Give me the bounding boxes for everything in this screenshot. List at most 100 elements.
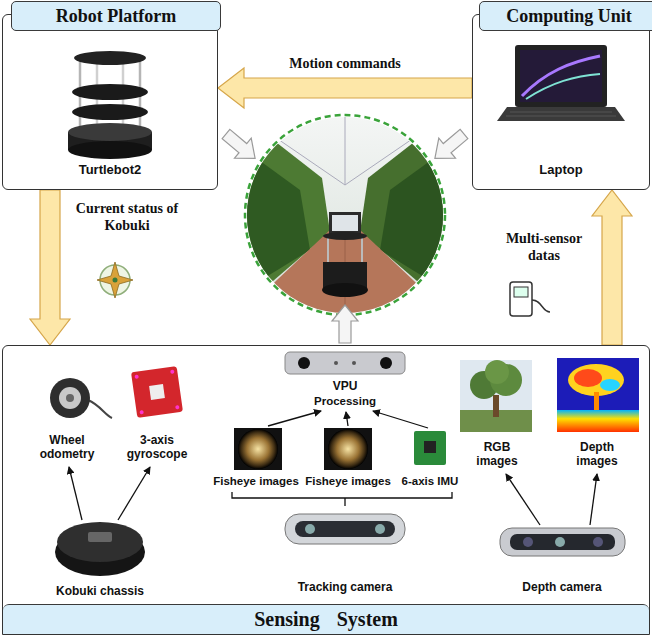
camera-body	[285, 514, 405, 544]
panel-box: Computing UnitLaptop	[472, 14, 650, 190]
keyboard-line	[506, 116, 616, 117]
greenhouse-photo	[240, 115, 450, 315]
leader-arrow	[590, 474, 597, 525]
part-label: Depth camera	[497, 580, 627, 594]
chassis-panel	[88, 532, 112, 542]
pointer-arrow	[332, 305, 358, 343]
encoder-shaft	[66, 394, 74, 402]
part-label: VPU	[315, 379, 375, 393]
part-label: Depth images	[569, 440, 625, 468]
leader-arrow	[118, 467, 150, 520]
device-icon	[510, 282, 550, 316]
photo-border	[245, 115, 445, 315]
robot-base	[322, 283, 368, 297]
fisheye-image	[234, 428, 282, 470]
tree-crown	[485, 360, 509, 384]
board	[131, 366, 183, 418]
flow-label: Motion commands	[265, 55, 425, 72]
robot-laptop	[329, 212, 361, 234]
brick-path	[240, 228, 450, 315]
part-label: RGB images	[469, 440, 525, 468]
camera-front	[510, 534, 615, 550]
flow-arrow	[218, 68, 472, 108]
encoder-body	[50, 378, 90, 418]
part-label: Tracking camera	[280, 580, 410, 594]
fisheye-view	[238, 429, 278, 469]
plate	[72, 104, 148, 120]
fisheye-image	[324, 428, 372, 470]
section-header: Robot Platform	[11, 1, 221, 31]
lens	[305, 524, 315, 534]
part-label: 3-axis gyroscope	[121, 433, 193, 461]
base-top	[68, 123, 152, 141]
fisheye-view	[328, 429, 368, 469]
gyroscope-board	[131, 366, 183, 418]
hole	[170, 369, 175, 374]
figure-caption: Turtlebot2	[79, 162, 142, 177]
dot	[334, 361, 338, 365]
rgb-sky	[460, 360, 532, 432]
compass-star	[97, 262, 133, 298]
tracking-camera-figure	[285, 514, 405, 544]
device-body	[510, 282, 532, 316]
depth-background	[557, 358, 639, 432]
photo-sky	[245, 115, 445, 315]
section-band: Sensing System	[3, 604, 649, 634]
screen-swirl	[526, 74, 600, 99]
hole	[139, 410, 144, 415]
laptop-figure	[497, 45, 625, 121]
depth-crown	[600, 379, 620, 391]
device-screen	[514, 287, 528, 297]
camera-body	[500, 528, 625, 556]
robot-laptop-screen	[332, 215, 358, 231]
pointer-arrow	[218, 124, 264, 168]
device-cable	[532, 300, 550, 312]
pointer-arrow	[427, 124, 473, 168]
encoder-figure	[50, 378, 112, 418]
turtlebot-figure	[68, 51, 152, 159]
lens	[555, 537, 565, 547]
part-label: Fisheye images	[302, 474, 394, 488]
kobuki-figure	[55, 522, 145, 576]
part-label: Wheel odometry	[31, 433, 103, 461]
lens	[298, 357, 310, 369]
flow-arrow	[592, 190, 632, 345]
camera-front	[295, 521, 395, 537]
top-plate	[74, 51, 146, 65]
depth-crown	[568, 364, 624, 396]
keyboard-line	[510, 112, 612, 113]
laptop-lid	[515, 45, 607, 107]
lens	[593, 537, 603, 547]
lens	[380, 357, 392, 369]
laptop-base	[497, 107, 625, 121]
vpu-figure	[285, 352, 405, 374]
figure-caption: Laptop	[539, 162, 582, 177]
flow-label: Current status of Kobuki	[71, 200, 183, 234]
tree-trunk	[493, 395, 499, 417]
vpu-body	[285, 352, 405, 374]
leader-arrow	[69, 467, 82, 520]
lens	[375, 524, 385, 534]
leader-arrow	[346, 412, 348, 426]
depth-ground	[557, 410, 639, 432]
chassis-top	[57, 522, 143, 562]
flow-label: Multi-sensor datas	[497, 230, 591, 264]
part-label: Kobuki chassis	[35, 584, 165, 598]
panel-box: Robot PlatformTurtlebot2	[2, 14, 218, 190]
depth-crown	[574, 369, 602, 387]
depth-trunk	[594, 392, 599, 412]
hole	[134, 374, 139, 379]
roof-line	[345, 115, 346, 185]
part-label: 6-axis IMU	[392, 474, 468, 488]
flow-arrow	[30, 190, 70, 345]
lens	[523, 537, 533, 547]
leader-arrow	[373, 411, 428, 428]
compass-center	[113, 278, 118, 283]
leader-arrow	[506, 474, 540, 525]
section-header: Computing Unit	[479, 1, 652, 31]
rgb-image	[460, 360, 532, 432]
chip	[149, 384, 165, 400]
imu-board	[414, 431, 446, 465]
